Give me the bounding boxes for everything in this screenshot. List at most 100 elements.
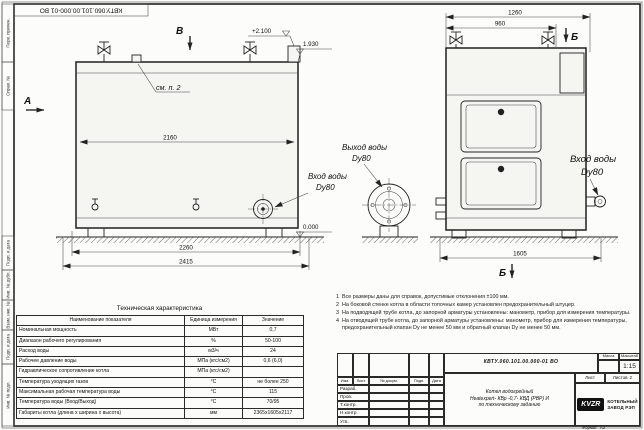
sign-cell [429,401,444,409]
spec-unit: МПа (кгс/см2) [184,366,243,378]
col-docnum: № докум. [369,377,409,385]
margin-label: Взам. инв. № [6,301,11,328]
note-text: На боковой стенке котла в области топочн… [342,302,576,309]
door-lock-icon [497,165,505,173]
see-note-text: см. п. 2 [156,83,180,92]
row-tcontrol: Т.контр. [337,401,369,409]
company-name-line1: КОТЕЛЬНЫЙ [607,399,638,404]
spec-unit: °С [184,397,243,409]
valve-icon [243,41,257,62]
spec-unit: МПа (кгс/см2) [184,356,243,368]
notes-block: 1 Все размеры даны для справок, допустим… [332,294,636,333]
dim-label: 2415 [179,259,193,266]
row-ncontrol: Н.контр. [337,409,369,417]
elevation-label: +2.100 [252,28,272,35]
spec-value: 0,6 (6,0) [242,356,304,368]
spec-value: 115 [242,387,304,399]
section-mark-g-top: Б [563,28,578,43]
company-name: КОТЕЛЬНЫЙ ЗАВОД РЭП [607,399,637,410]
spec-name: Диапазон рабочего регулирования [16,335,185,347]
note-text: На подводящей трубе котла, до запорной а… [342,310,631,317]
company-name-line2: ЗАВОД РЭП [607,404,636,410]
sign-cell [429,385,444,393]
boiler-front-view [75,41,301,238]
sign-cell [369,417,409,426]
pipe-stub [435,197,447,206]
sign-cell [409,401,429,409]
dim-label: 960 [495,21,506,28]
label-inlet-side: Вход воды Dy80 [570,154,616,196]
dim-side-960: 960 [445,21,557,47]
col-izm: Изм. [337,377,353,385]
spec-name: Максимальная рабочая температура воды [16,387,185,399]
sign-cell [369,401,409,409]
note-number: 2 [336,302,339,309]
spec-name: Рабочее давление воды [16,356,185,368]
inlet-flange-front [248,194,278,224]
note-text: На отводящей трубе котла, до запорной ар… [342,318,627,332]
ground-front [56,236,324,243]
drain-valve-icon [192,198,200,211]
safety-stub [131,54,142,63]
valve-icon [97,41,111,62]
margin-stamp-column: Перв. примен. Справ. № Подп. и дата Инв.… [1,3,15,427]
product-name-line3: по техническому заданию [478,402,541,409]
sign-cell [409,385,429,393]
flue-stub [287,45,301,63]
note-number: 1 [336,294,339,300]
top-doc-number: КВТУ.060.101.00.000-01 ВО [40,7,122,14]
section-letter: В [176,26,183,37]
row-approved: Утв. [337,417,369,426]
title-block: Изм. Лист № докум. Подп. Дата Разраб. Пр… [337,353,640,426]
company-cell: KVZR КОТЕЛЬНЫЙ ЗАВОД РЭП [575,383,640,426]
ground-middle [362,236,418,243]
dim-front-2415: 2415 [62,238,310,270]
dim-label: 2160 [163,135,177,142]
note-text: Все размеры даны для справок, допустимые… [342,294,509,300]
dim-label: 2260 [179,245,193,252]
valve-icon [449,31,463,48]
dim-front-2160: 2160 [79,135,295,145]
sign-cell [429,417,444,426]
table-row: Температура уходящих газов °С не более 2… [16,376,304,389]
inlet-label: Вход воды [308,172,347,181]
label-see-note: см. п. 2 [137,63,190,93]
label-inlet-front: Вход воды Dy80 [274,172,347,208]
spec-unit: % [184,335,243,347]
dim-front-2260: 2260 [71,231,301,256]
revision-cell [337,353,353,377]
spec-unit: мм [184,407,243,419]
inlet-dn-label: Dy80 [316,183,335,192]
tech-table-title: Техническая характеристика [116,305,203,312]
format-note: Формат А3 [582,425,605,430]
dim-label: 1260 [508,10,522,17]
spec-value: не более 250 [242,376,304,389]
revision-cell [429,353,444,377]
format-value: А3 [599,425,605,430]
section-letter: Б [571,32,578,43]
format-label: Формат [582,425,597,430]
table-row: Расход воды м3/ч 24 [16,345,304,358]
tech-table: Наименование показателя Единица измерени… [16,314,304,419]
table-row: Габариты котла (длина х ширина х высота)… [16,407,304,419]
section-letter: А [23,96,31,107]
spec-value: 50-100 [242,335,304,347]
outlet-label: Выход воды [342,143,387,152]
margin-label: Справ. № [6,76,11,96]
drain-valve-icon [91,198,99,211]
margin-label: Инв. № подл. [6,381,11,408]
sign-cell [369,385,409,393]
tech-characteristics: Техническая характеристика Наименование … [16,303,304,419]
sign-cell [369,393,409,401]
note-number: 3 [336,310,339,317]
revision-cell [353,353,369,377]
dim-side-1605: 1605 [439,238,602,262]
margin-label: Инв. № дубл. [6,271,11,298]
elevation-mark-1930: 1.930 [295,41,332,63]
sheet-cell: Лист [575,373,605,383]
elevation-label: 0.000 [303,224,319,231]
spec-name: Расход воды [16,345,185,358]
note-item: 3 На подводящей трубе котла, до запорной… [332,310,636,317]
spec-name: Номинальная мощность [16,325,185,337]
table-row: Гидравлическое сопротивление котла МПа (… [16,366,304,378]
